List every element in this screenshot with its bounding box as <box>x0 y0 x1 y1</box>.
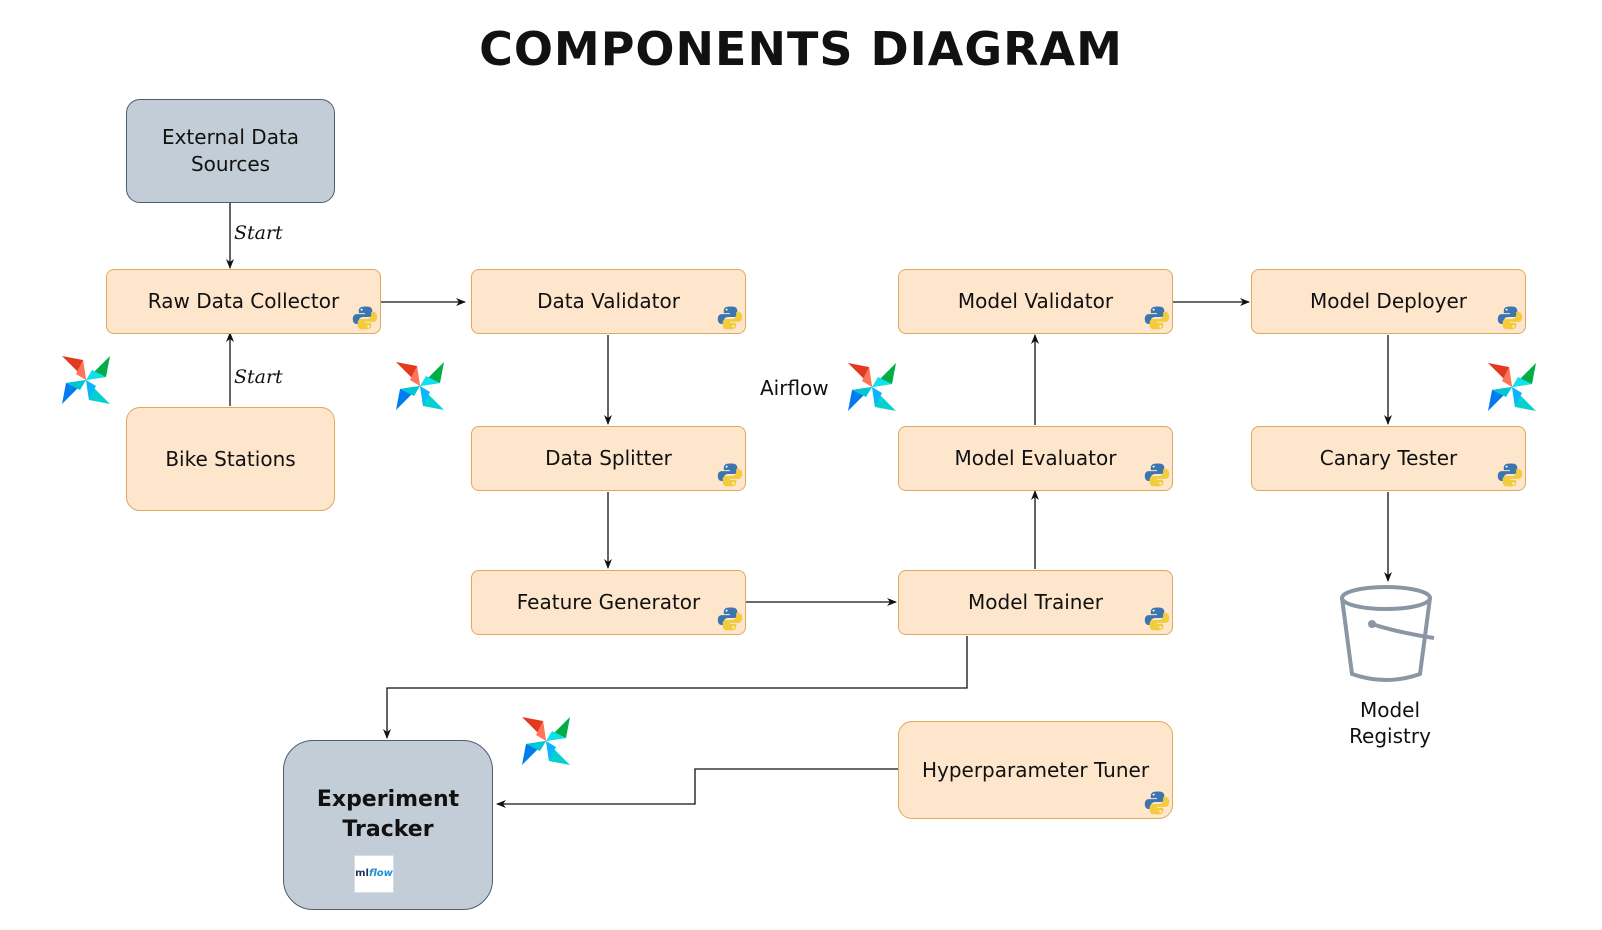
model-evaluator-label: Model Evaluator <box>954 446 1117 470</box>
python-icon <box>717 306 743 330</box>
feature-generator-node: Feature Generator <box>471 570 746 635</box>
airflow-label: Airflow <box>760 376 829 400</box>
feature-generator-label: Feature Generator <box>516 590 701 614</box>
hyperparameter-tuner-label: Hyperparameter Tuner <box>921 757 1150 782</box>
edge-tuner-to-tracker <box>496 768 898 808</box>
airflow-icon <box>848 363 896 411</box>
model-trainer-label: Model Trainer <box>968 590 1103 614</box>
airflow-icon <box>396 362 444 410</box>
model-validator-label: Model Validator <box>957 289 1114 313</box>
raw-data-collector-node: Raw Data Collector <box>106 269 381 334</box>
bucket-icon <box>1340 585 1435 682</box>
model-deployer-label: Model Deployer <box>1310 289 1467 313</box>
model-evaluator-node: Model Evaluator <box>898 426 1173 491</box>
airflow-icon <box>522 717 570 765</box>
mlflow-logo-ml: ml <box>355 868 369 880</box>
python-icon <box>717 463 743 487</box>
bike-stations-label: Bike Stations <box>165 446 296 471</box>
data-splitter-node: Data Splitter <box>471 426 746 491</box>
bike-stations-node: Bike Stations <box>126 407 335 511</box>
external-data-sources-label: External Data Sources <box>161 125 300 176</box>
edge-label-start-top: Start <box>234 222 283 244</box>
edge-trainer-to-tracker <box>383 636 968 739</box>
raw-data-collector-label: Raw Data Collector <box>147 289 340 313</box>
python-icon <box>1144 607 1170 631</box>
canary-tester-label: Canary Tester <box>1319 446 1458 470</box>
model-registry-label: Model Registry <box>1349 698 1431 748</box>
airflow-icon <box>62 356 110 404</box>
data-splitter-label: Data Splitter <box>545 446 672 470</box>
python-icon <box>1144 463 1170 487</box>
model-deployer-node: Model Deployer <box>1251 269 1526 334</box>
diagram-title: COMPONENTS DIAGRAM <box>479 22 1123 76</box>
data-validator-node: Data Validator <box>471 269 746 334</box>
canary-tester-node: Canary Tester <box>1251 426 1526 491</box>
model-trainer-node: Model Trainer <box>898 570 1173 635</box>
data-validator-label: Data Validator <box>537 289 680 313</box>
model-validator-node: Model Validator <box>898 269 1173 334</box>
python-icon <box>1497 463 1523 487</box>
experiment-tracker-label: Experiment Tracker <box>316 787 460 842</box>
python-icon <box>1497 306 1523 330</box>
airflow-icon <box>1488 363 1536 411</box>
edge-label-start-bottom: Start <box>234 366 283 388</box>
external-data-sources-node: External Data Sources <box>126 99 335 203</box>
python-icon <box>352 306 378 330</box>
python-icon <box>1144 306 1170 330</box>
python-icon <box>717 607 743 631</box>
python-icon <box>1144 791 1170 815</box>
hyperparameter-tuner-node: Hyperparameter Tuner <box>898 721 1173 819</box>
mlflow-logo-flow: flow <box>368 868 393 880</box>
